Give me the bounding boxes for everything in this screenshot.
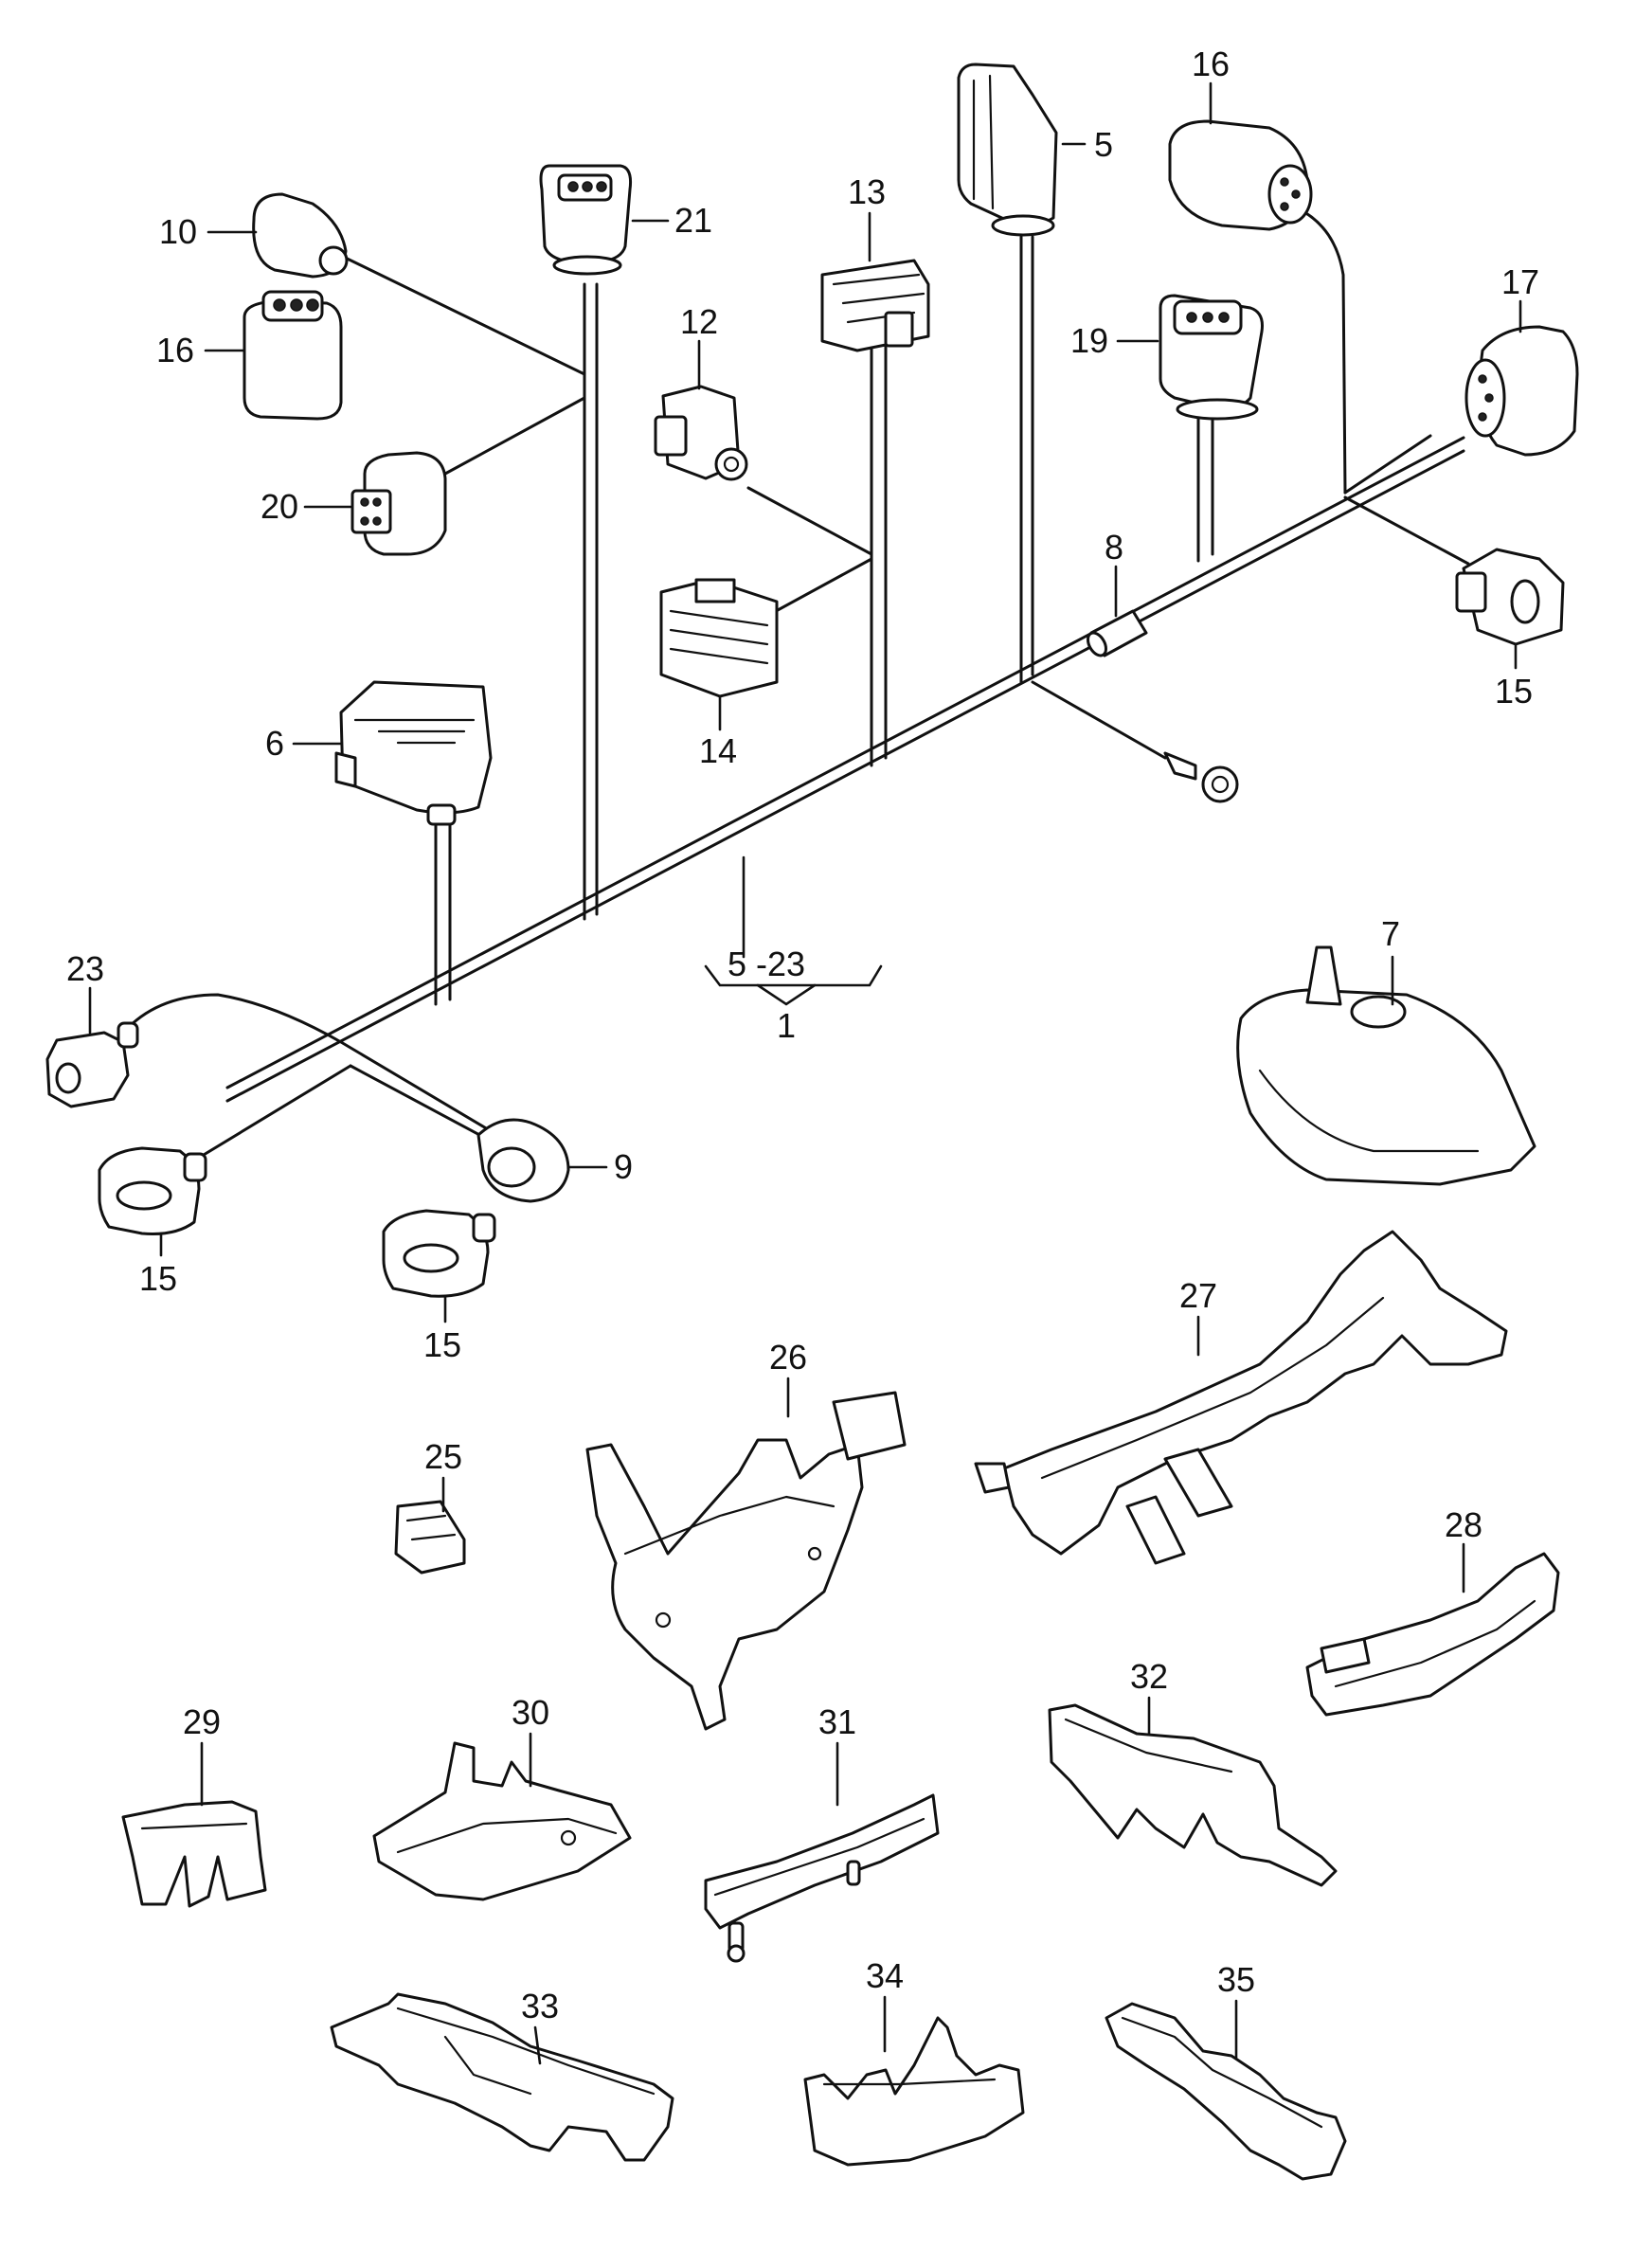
connector-21 (539, 164, 632, 276)
callout-14: 14 (699, 731, 737, 770)
bracket-27 (974, 1230, 1508, 1565)
callout-17: 17 (1501, 262, 1539, 301)
callout-6: 6 (265, 724, 284, 763)
callout-1: 1 (777, 1006, 796, 1045)
callout-27: 27 (1179, 1276, 1217, 1315)
callout-7: 7 (1381, 914, 1400, 953)
connector-16-left (243, 290, 343, 421)
connector-15-left (98, 1146, 207, 1235)
callout-31: 31 (818, 1702, 856, 1741)
bracket-34 (803, 2016, 1025, 2167)
bracket-35 (1105, 2002, 1347, 2181)
callout-29: 29 (183, 1702, 221, 1741)
leader-lines (88, 81, 1522, 2065)
callout-34: 34 (866, 1956, 904, 1995)
connector-15-center (382, 1209, 496, 1298)
callout-5: 5 (1094, 125, 1113, 164)
callout-range-5-23: 5 -23 (728, 945, 805, 983)
connector-12 (654, 385, 748, 481)
callout-15-right: 15 (1495, 672, 1533, 711)
cover-7 (1236, 945, 1536, 1186)
grommet-9 (476, 1118, 570, 1203)
connector-14 (659, 578, 779, 698)
connector-23 (45, 1021, 139, 1108)
callout-16-left: 16 (156, 331, 194, 369)
connector-6 (334, 680, 493, 826)
bracket-26 (585, 1391, 907, 1731)
wiring-harness (126, 207, 1470, 1162)
callout-21: 21 (674, 201, 712, 240)
callout-12: 12 (680, 302, 718, 341)
callout-30: 30 (512, 1693, 549, 1732)
callout-labels: 5 6 7 8 9 10 12 13 14 15 15 15 16 16 17 … (66, 45, 1539, 2025)
bracket-33 (330, 1992, 674, 2162)
callout-35: 35 (1217, 1960, 1255, 1999)
connector-19 (1159, 294, 1264, 421)
callout-9: 9 (614, 1147, 633, 1186)
callout-28: 28 (1445, 1505, 1482, 1544)
callout-33: 33 (521, 1987, 559, 2025)
strip-31 (704, 1793, 940, 1963)
callout-26: 26 (769, 1338, 807, 1377)
connector-5 (957, 63, 1058, 237)
callout-15-center: 15 (423, 1325, 461, 1364)
connector-13 (820, 259, 930, 352)
clip-25 (394, 1500, 466, 1575)
callout-10: 10 (159, 212, 197, 251)
bracket-28 (1305, 1552, 1560, 1717)
callout-20: 20 (261, 487, 298, 526)
callout-8: 8 (1105, 528, 1123, 567)
clip-29 (121, 1800, 267, 1908)
connector-16-right (1168, 119, 1313, 231)
connector-15-right (1455, 548, 1565, 646)
callout-16-right: 16 (1192, 45, 1230, 83)
clip-30 (372, 1741, 632, 1901)
bracket-32 (1048, 1703, 1338, 1887)
callout-23: 23 (66, 949, 104, 988)
connector-20 (350, 451, 447, 556)
callout-13: 13 (848, 172, 886, 211)
connector-17 (1464, 325, 1579, 457)
callout-25: 25 (424, 1437, 462, 1476)
connector-10 (252, 192, 349, 279)
callout-19: 19 (1070, 321, 1108, 360)
callout-32: 32 (1130, 1657, 1168, 1696)
callout-15-left: 15 (139, 1259, 177, 1298)
